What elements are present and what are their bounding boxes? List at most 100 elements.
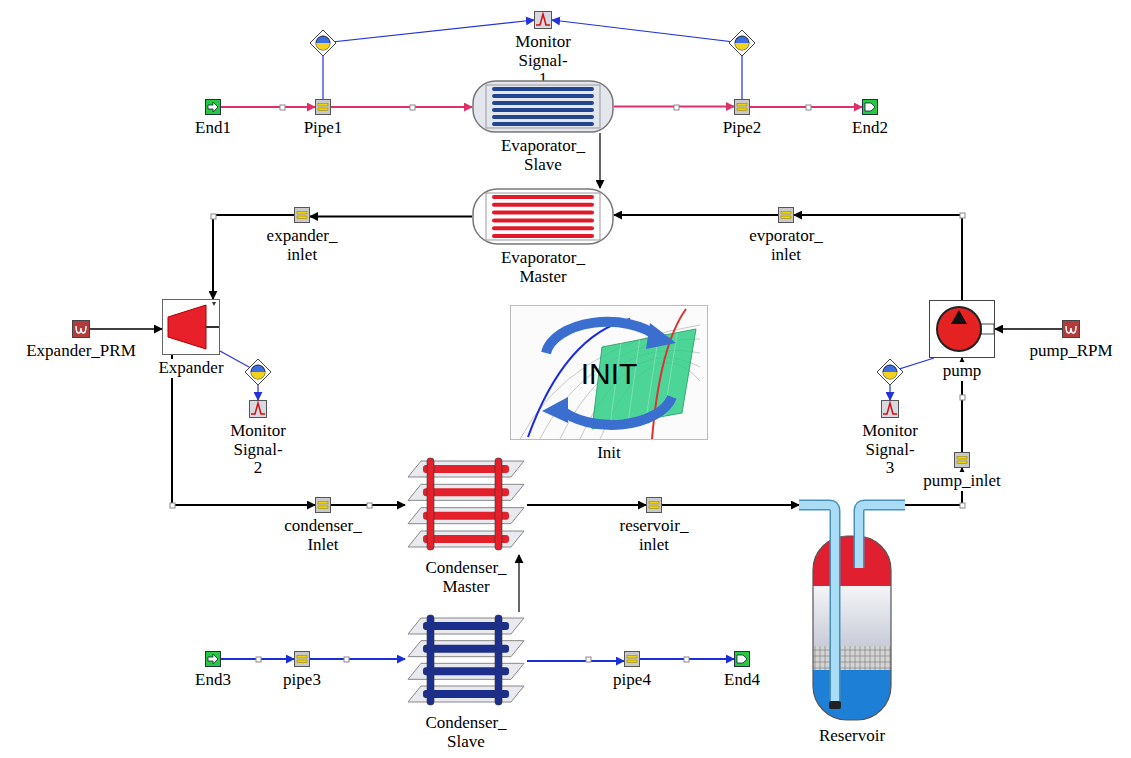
flow-connector xyxy=(518,555,519,612)
component-label: condenser_ Inlet xyxy=(283,517,362,554)
heat-exchanger: Evaporator_ Master xyxy=(472,188,614,245)
component-label: End3 xyxy=(194,671,232,690)
component-label: pump_RPM xyxy=(1028,342,1113,361)
icon-part xyxy=(865,103,875,111)
icon-part xyxy=(813,670,891,720)
icon-part xyxy=(427,615,434,705)
icon-part xyxy=(737,104,747,107)
component-label: End4 xyxy=(723,671,761,690)
icon-part xyxy=(649,502,659,505)
component-label: pump xyxy=(942,362,983,381)
component-label: reservoir_ inlet xyxy=(619,517,690,554)
boundary-node: End2 xyxy=(862,99,878,115)
icon-part xyxy=(586,657,591,662)
icon-part xyxy=(799,505,835,703)
icon-part xyxy=(297,660,307,663)
component-icon xyxy=(929,300,995,358)
icon-part xyxy=(735,43,749,50)
icon-part xyxy=(208,102,218,112)
component-icon xyxy=(205,651,221,667)
icon-part xyxy=(318,104,328,107)
icon-part xyxy=(560,397,672,425)
icon-part xyxy=(813,650,891,651)
icon-part xyxy=(806,105,811,110)
component-label: Condenser_ Master xyxy=(424,559,507,596)
icon-part xyxy=(820,646,821,670)
icon-part xyxy=(408,461,524,477)
icon-part xyxy=(316,36,330,50)
icon-part xyxy=(729,30,755,56)
heat-exchanger: Condenser_ Slave xyxy=(405,612,527,710)
component-icon xyxy=(162,299,220,355)
icon-part xyxy=(408,618,524,634)
flow-connector xyxy=(527,660,624,662)
flow-connector xyxy=(331,106,472,108)
icon-part xyxy=(781,212,791,215)
icon-part xyxy=(960,213,965,218)
component-icon xyxy=(624,651,640,667)
icon-part xyxy=(813,668,891,669)
icon-part xyxy=(73,321,90,338)
icon-part xyxy=(737,655,747,663)
boundary-node: End4 xyxy=(734,651,750,667)
icon-part xyxy=(212,302,216,306)
icon-part xyxy=(208,654,218,664)
icon-part xyxy=(981,324,994,334)
component-icon xyxy=(646,497,662,513)
icon-part xyxy=(684,657,689,662)
icon-part xyxy=(408,663,524,679)
icon-part xyxy=(829,701,841,709)
icon-part xyxy=(316,100,331,115)
icon-part xyxy=(647,498,662,513)
component-icon xyxy=(734,651,750,667)
icon-part xyxy=(674,105,679,110)
component-label: Monitor Signal-2 xyxy=(229,422,287,478)
icon-part xyxy=(546,322,658,353)
sensor-symbol xyxy=(310,30,336,56)
icon-part xyxy=(813,662,891,663)
icon-part xyxy=(535,12,552,29)
pipe-node: Pipe2 xyxy=(734,99,750,115)
icon-part xyxy=(877,359,903,385)
icon-part xyxy=(646,323,676,349)
icon-part xyxy=(880,646,881,670)
icon-caption: INIT xyxy=(581,356,638,389)
icon-part xyxy=(163,300,220,355)
icon-part xyxy=(206,100,221,115)
icon-part xyxy=(211,214,216,219)
icon-part xyxy=(937,307,981,351)
monitor-node: Monitor Signal-3 xyxy=(881,400,899,418)
icon-part xyxy=(957,457,967,460)
component-label: Pipe1 xyxy=(303,119,344,138)
flow-connector xyxy=(310,216,472,218)
component-label: Evaporator_ Slave xyxy=(500,137,586,174)
icon-part xyxy=(890,646,891,670)
icon-part xyxy=(855,646,856,670)
component-icon xyxy=(205,99,221,115)
icon-part xyxy=(859,505,905,568)
icon-part xyxy=(813,536,891,720)
icon-part xyxy=(737,108,747,111)
junction-dots xyxy=(170,105,965,662)
component-icon xyxy=(472,188,614,245)
icon-part xyxy=(860,646,861,670)
icon-part xyxy=(882,401,899,418)
component-icon xyxy=(534,11,552,29)
icon-part xyxy=(850,646,851,670)
icon-part xyxy=(649,506,659,509)
flow-connector xyxy=(662,504,799,506)
component-icon xyxy=(1062,320,1080,338)
icon-part xyxy=(492,218,594,222)
icon-part xyxy=(473,189,613,244)
icon-part xyxy=(280,105,285,110)
icon-part xyxy=(845,646,846,670)
icon-part xyxy=(367,503,372,508)
component-label: Monitor Signal-3 xyxy=(861,422,919,478)
icon-part xyxy=(781,216,791,219)
icon-part xyxy=(486,85,600,128)
icon-part xyxy=(318,108,328,111)
icon-part xyxy=(957,461,967,464)
icon-part xyxy=(206,652,221,667)
flow-connector xyxy=(614,214,778,216)
